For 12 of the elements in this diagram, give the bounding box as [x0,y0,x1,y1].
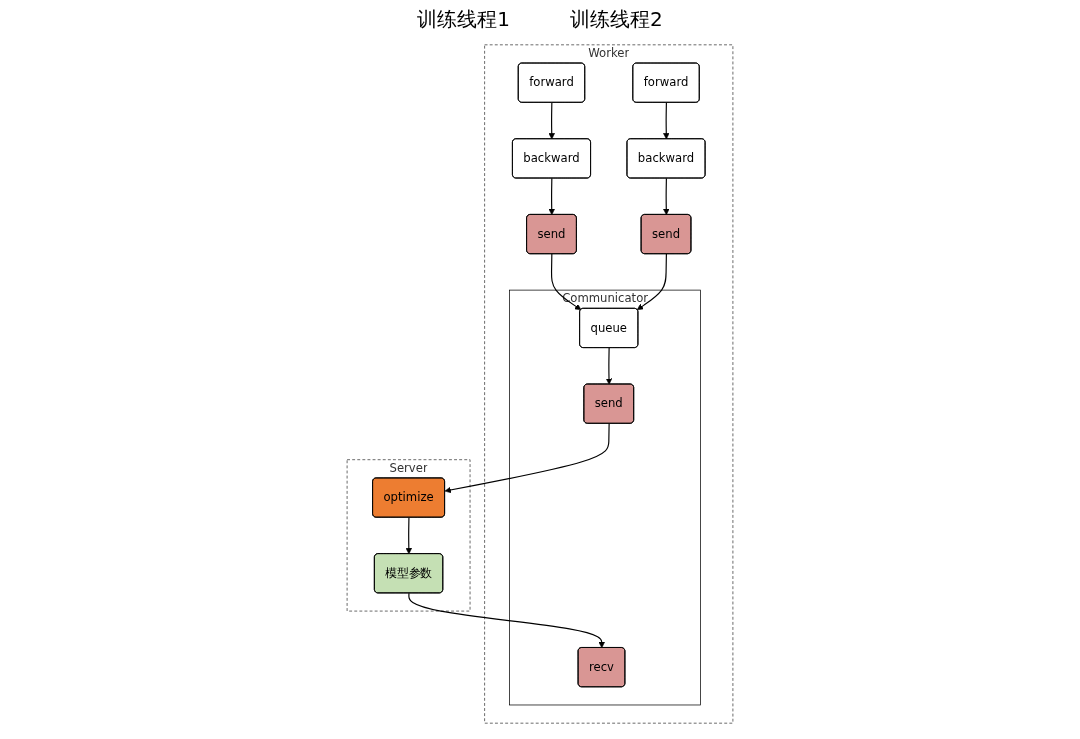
arrow [605,347,613,385]
arrow [548,177,555,216]
arrow [548,102,555,140]
arrow [408,592,605,649]
column-heading: 训练线程2 [570,6,663,33]
arrow [444,423,610,494]
arrow [550,253,582,311]
arrow [405,516,413,555]
arrow [636,253,667,311]
column-heading: 训练线程1 [417,6,510,33]
arrow [663,102,670,140]
arrow [663,177,670,216]
